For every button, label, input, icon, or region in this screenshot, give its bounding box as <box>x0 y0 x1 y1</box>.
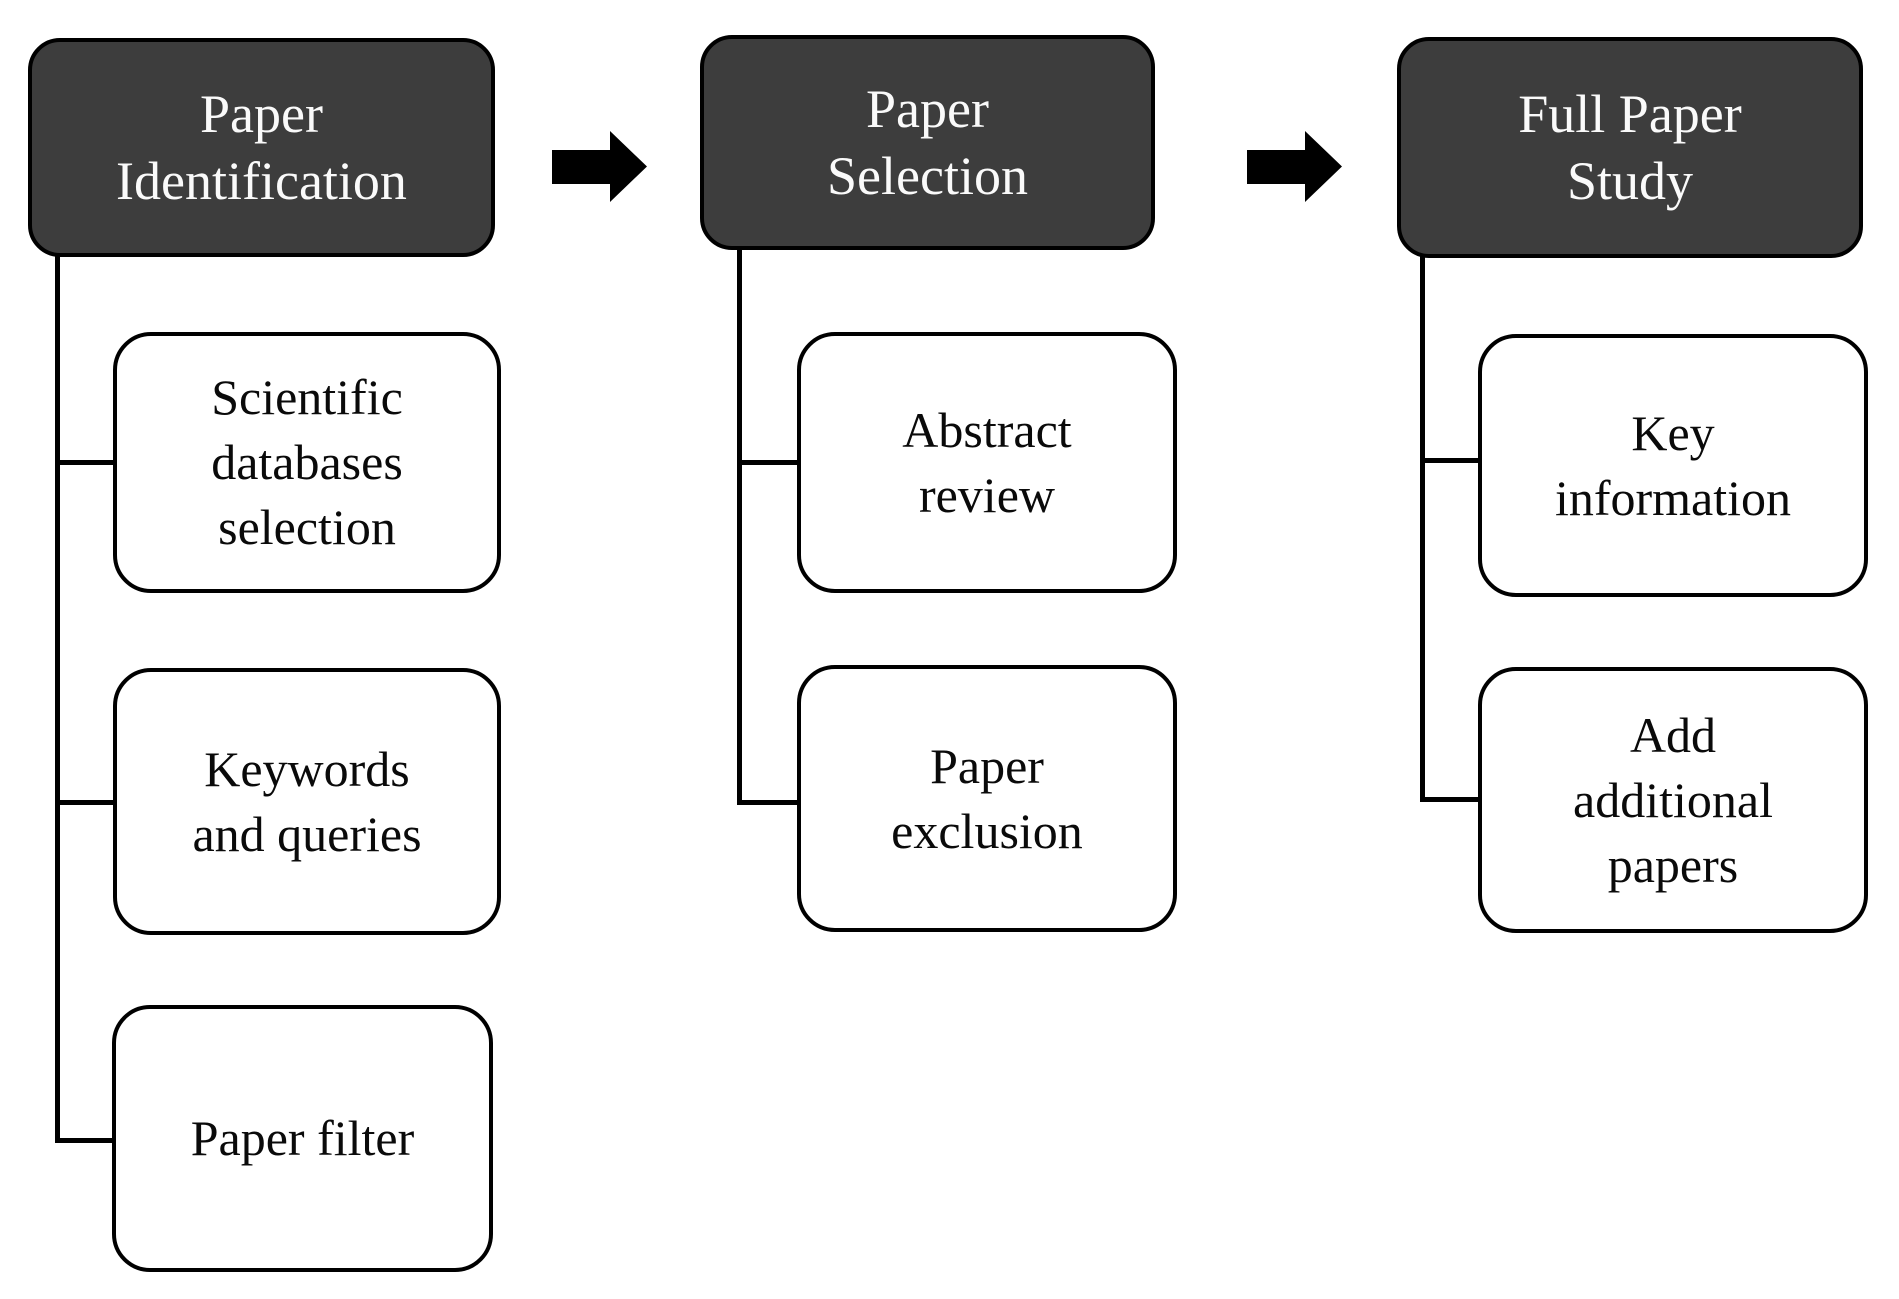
connector-line-horizontal <box>55 460 113 465</box>
substep-paper-exclusion: Paper exclusion <box>797 665 1177 932</box>
connector-line-horizontal <box>1420 797 1478 802</box>
connector-line-horizontal <box>55 1138 112 1143</box>
substep-key-information: Key information <box>1478 334 1868 597</box>
stage-header-paper-selection: Paper Selection <box>700 35 1155 250</box>
connector-line-horizontal <box>55 800 113 805</box>
flow-arrow-icon <box>1247 131 1342 202</box>
connector-line-horizontal <box>737 460 797 465</box>
connector-line-vertical <box>737 248 742 805</box>
connector-line-horizontal <box>1420 458 1478 463</box>
substep-paper-filter: Paper filter <box>112 1005 493 1272</box>
connector-line-vertical <box>55 255 60 1143</box>
substep-keywords-and-queries: Keywords and queries <box>113 668 501 935</box>
substep-abstract-review: Abstract review <box>797 332 1177 593</box>
substep-scientific-databases-selection: Scientific databases selection <box>113 332 501 593</box>
connector-line-vertical <box>1420 256 1425 802</box>
flow-arrow-icon <box>552 131 647 202</box>
stage-header-full-paper-study: Full Paper Study <box>1397 37 1863 258</box>
connector-line-horizontal <box>737 800 797 805</box>
stage-header-paper-identification: Paper Identification <box>28 38 495 257</box>
substep-add-additional-papers: Add additional papers <box>1478 667 1868 933</box>
